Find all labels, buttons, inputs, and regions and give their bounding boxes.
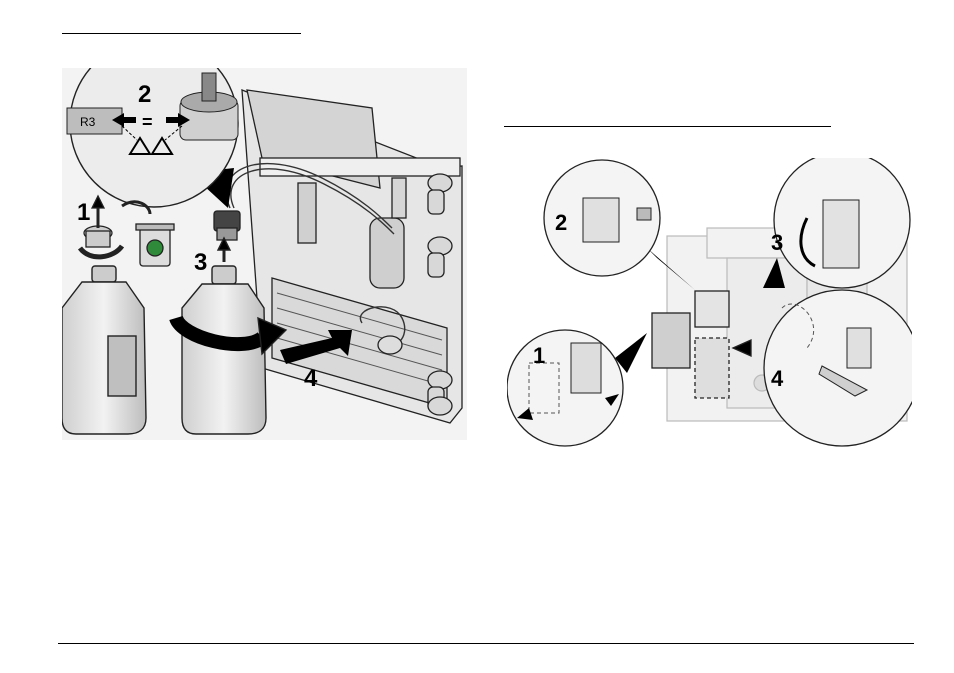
step-4-label: 4 [771,366,784,391]
step-3-label: 3 [771,230,783,255]
section-heading-rule-right [504,126,831,127]
step-2-label: 2 [555,210,567,235]
step-1-label: 1 [533,343,545,368]
loose-cap [378,336,402,354]
bottle-label-r3: R3 [80,115,96,129]
pocket-installation-figure: 1 2 3 4 [507,158,912,448]
section-heading-rule-left [62,33,301,34]
footer-rule [58,643,914,644]
step-2-label: 2 [138,81,151,108]
step-1-label: 1 [77,199,90,226]
step-3-label: 3 [194,249,207,276]
step-4-label: 4 [304,365,318,392]
equals-sign: = [142,112,153,132]
reagent-bottle-replacement-figure: R3 = [62,68,467,440]
trash-bin-icon [136,224,174,266]
tube-cap [214,211,240,240]
